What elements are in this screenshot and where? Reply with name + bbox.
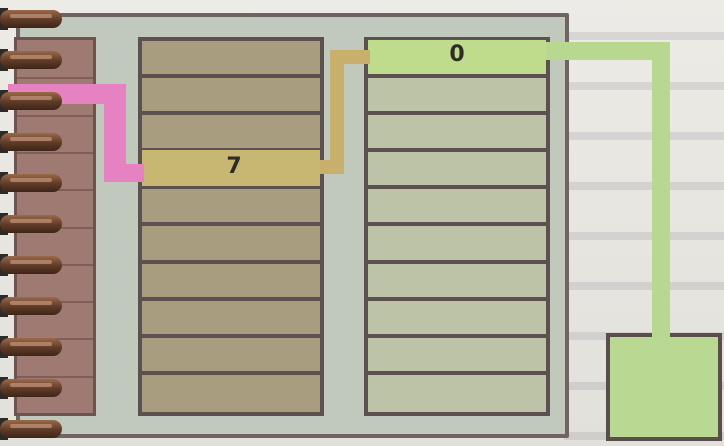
binding-ring-icon [0,174,62,192]
register-b-slot-4 [368,152,546,189]
register-column-a [138,37,324,416]
register-a-slot-8 [142,301,320,338]
binding-ring-icon [0,92,62,110]
binding-ring-icon [0,297,62,315]
register-b-slot-10 [368,375,546,412]
tan-wire-segment-2 [330,50,344,172]
indicator-box [606,333,722,441]
left-strip-band [17,77,93,79]
slot-value-a: 7 [214,154,254,179]
register-a-slot-5 [142,189,320,226]
left-strip-band [17,152,93,154]
left-strip-band [17,115,93,117]
tan-wire-segment-3 [330,50,370,64]
register-b-slot-8 [368,301,546,338]
register-a-slot-6 [142,227,320,264]
register-b-slot-9 [368,338,546,375]
binding-ring-icon [0,338,62,356]
binding-ring-icon [0,256,62,274]
register-b-slot-7 [368,264,546,301]
pink-wire-segment-3 [104,164,144,182]
register-a-slot-2 [142,78,320,115]
register-a-slot-3 [142,115,320,152]
green-wire-segment-2 [652,42,670,338]
register-b-slot-6 [368,227,546,264]
slot-value-b: 0 [437,42,477,67]
register-a-slot-1 [142,41,320,78]
register-a-slot-9 [142,338,320,375]
register-b-slot-3 [368,115,546,152]
register-column-b [364,37,550,416]
binding-ring-icon [0,10,62,28]
binding-ring-icon [0,379,62,397]
register-a-slot-10 [142,375,320,412]
binding-ring-icon [0,215,62,233]
register-b-slot-2 [368,78,546,115]
binding-ring-icon [0,51,62,69]
binding-ring-icon [0,133,62,151]
register-b-slot-5 [368,189,546,226]
register-a-slot-7 [142,264,320,301]
binding-ring-icon [0,420,62,438]
left-strip-band [17,376,93,378]
